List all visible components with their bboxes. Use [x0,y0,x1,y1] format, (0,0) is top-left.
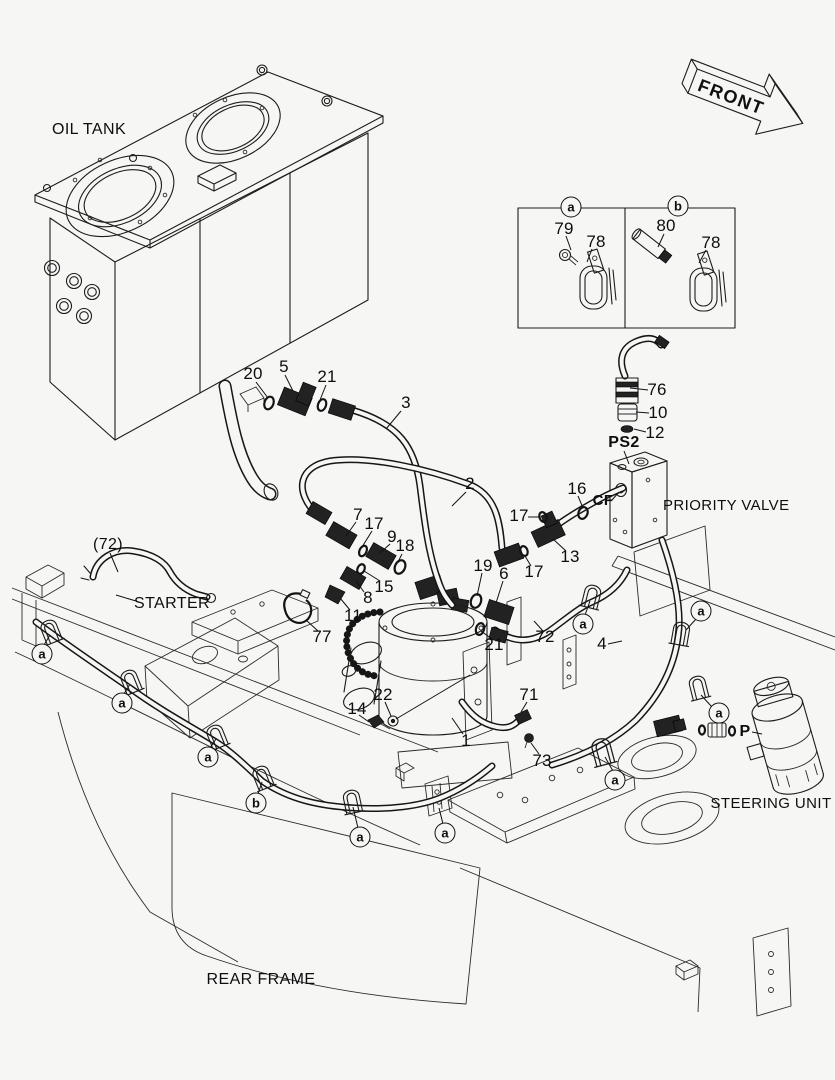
detail-a-clamp-78 [579,248,617,310]
priority-valve-drawing [609,334,711,617]
leader-lines [43,233,763,829]
hoses [32,406,683,812]
steering-unit-drawing [746,676,824,795]
sensor-76-drawing [615,334,670,433]
rear-frame-drawing [11,555,835,1017]
detail-b-clamp-78 [689,250,727,312]
front-arrow: FRONT [681,58,804,135]
clamp-detail-box [517,207,736,329]
oil-tank-drawing [34,64,384,501]
detail-b-pin-80 [631,228,673,264]
detail-a-bolt-79 [558,248,579,266]
pump-drawing [341,574,488,736]
